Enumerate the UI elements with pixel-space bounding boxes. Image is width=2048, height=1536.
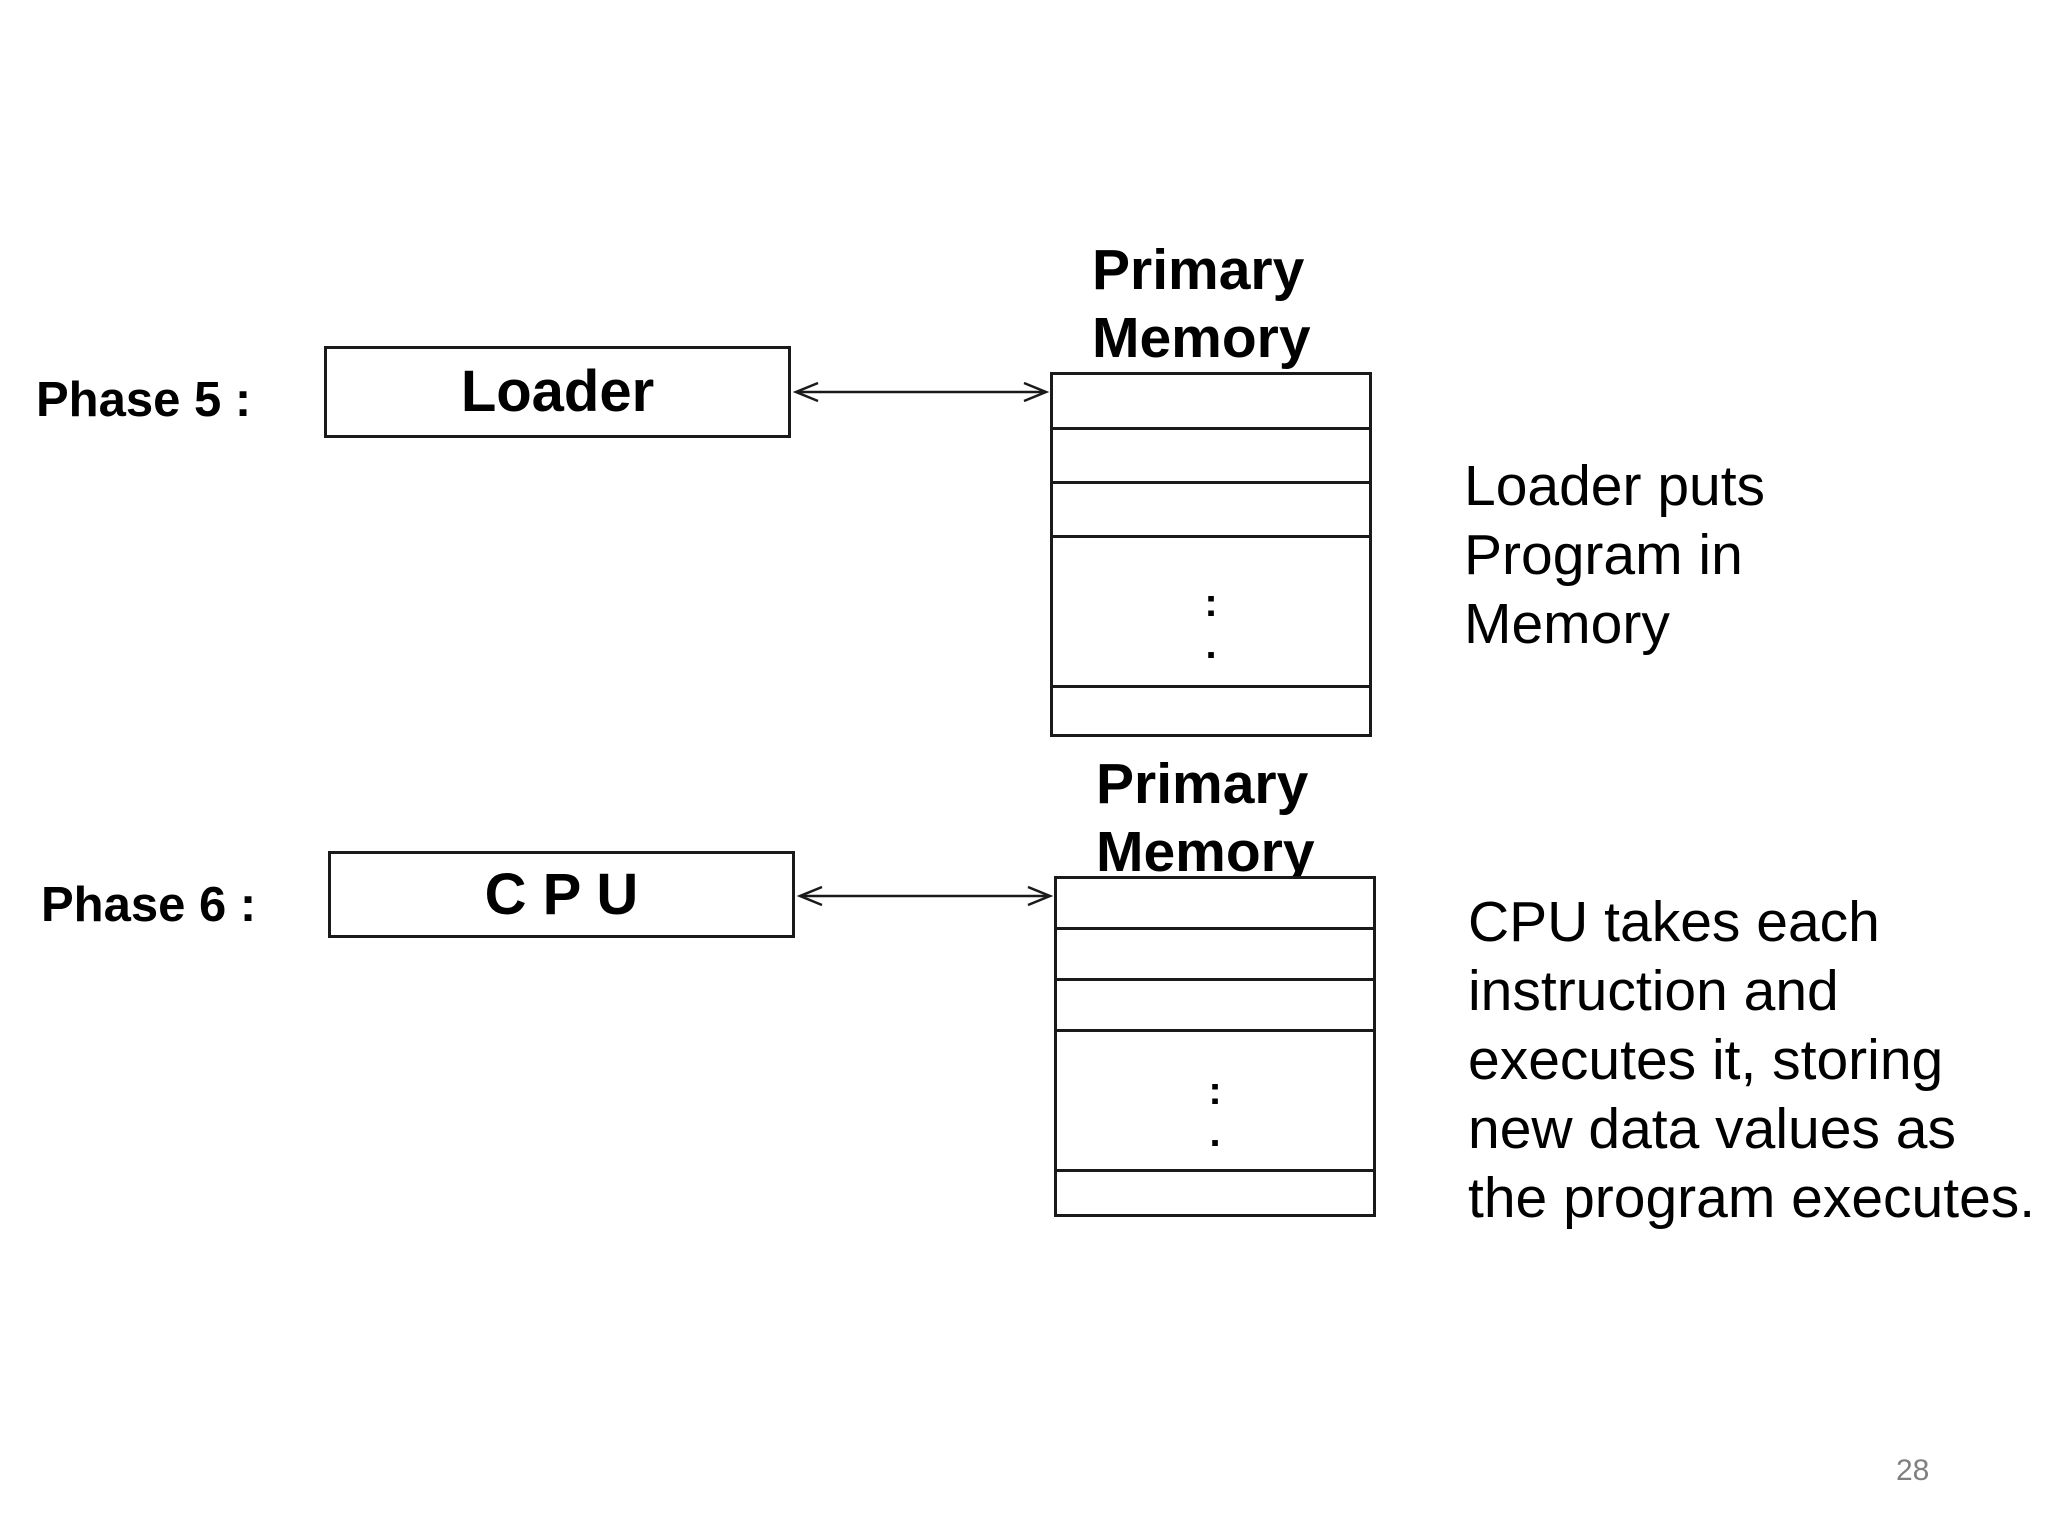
memory-cell-divider xyxy=(1057,978,1373,981)
memory-title-line-2: Memory xyxy=(1092,306,1311,370)
memory-cell-divider xyxy=(1053,535,1369,538)
loader-memory-arrow xyxy=(792,381,1050,403)
phase-5-primary-memory: : . xyxy=(1050,372,1372,737)
phase-5-memory-title: Primary Memory xyxy=(1092,236,1311,372)
memory-cell-divider xyxy=(1053,427,1369,430)
description-line: new data values as xyxy=(1468,1097,1956,1161)
description-line: executes it, storing xyxy=(1468,1028,1944,1092)
memory-title-line-1: Primary xyxy=(1092,238,1305,302)
memory-cell-divider xyxy=(1057,1029,1373,1032)
memory-ellipsis: : xyxy=(1208,1069,1222,1113)
phase-5-description: Loader puts Program in Memory xyxy=(1464,452,1765,659)
description-line: Program in xyxy=(1464,523,1743,587)
memory-cell-divider xyxy=(1057,1169,1373,1172)
memory-cell-divider xyxy=(1053,685,1369,688)
memory-title-line-1: Primary xyxy=(1096,752,1309,816)
loader-label: Loader xyxy=(460,359,655,424)
description-line: CPU takes each xyxy=(1468,890,1880,954)
loader-box: Loader xyxy=(324,346,791,438)
description-line: instruction and xyxy=(1468,959,1839,1023)
description-line: the program executes. xyxy=(1468,1166,2036,1230)
page-number: 28 xyxy=(1896,1454,1930,1487)
memory-title-line-2: Memory xyxy=(1096,820,1315,884)
memory-ellipsis: : xyxy=(1204,581,1218,625)
description-line: Memory xyxy=(1464,592,1670,656)
phase-6-memory-title: Primary Memory xyxy=(1096,750,1315,886)
cpu-box: C P U xyxy=(328,851,795,938)
phase-6-label: Phase 6 : xyxy=(41,878,257,932)
memory-cell-divider xyxy=(1057,927,1373,930)
cpu-memory-arrow xyxy=(796,885,1054,907)
phase-5-label: Phase 5 : xyxy=(36,373,252,427)
memory-ellipsis-dot: . xyxy=(1209,1111,1221,1155)
cpu-label: C P U xyxy=(484,861,639,927)
phase-6-description: CPU takes each instruction and executes … xyxy=(1468,888,2035,1233)
memory-ellipsis-dot: . xyxy=(1205,623,1217,667)
description-line: Loader puts xyxy=(1464,454,1766,518)
phase-6-primary-memory: : . xyxy=(1054,876,1376,1217)
memory-cell-divider xyxy=(1053,481,1369,484)
